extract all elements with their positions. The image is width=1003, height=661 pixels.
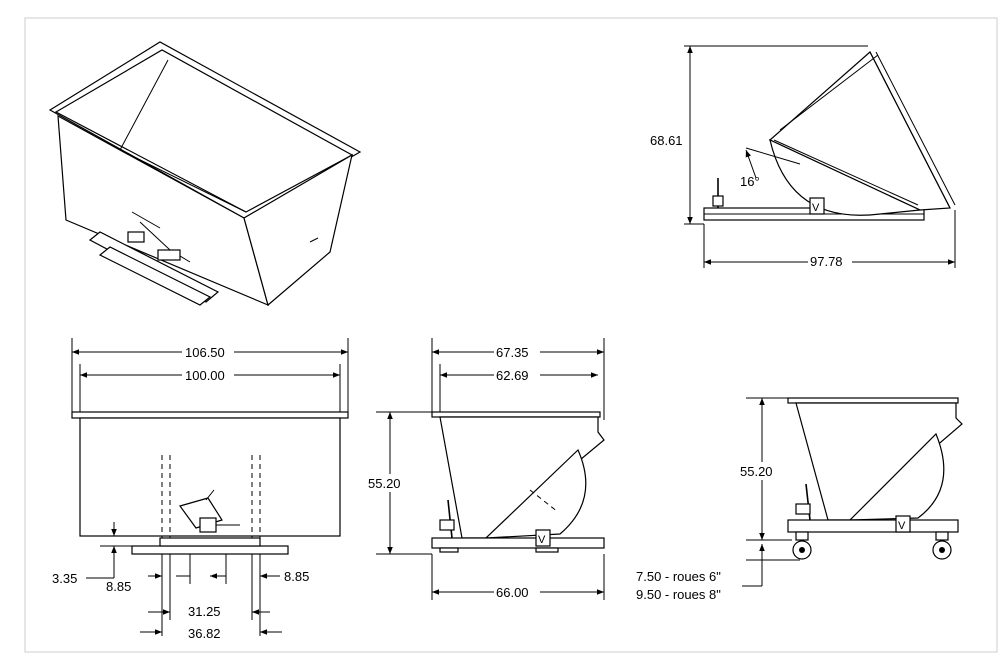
dim-side-base-length: 66.00 — [496, 585, 529, 600]
dim-front-base-gap: 3.35 — [52, 571, 77, 586]
isometric-view — [48, 41, 362, 307]
side-view: 67.35 62.69 55.20 V 66.00 — [366, 338, 605, 600]
dim-side-outer-length: 67.35 — [496, 345, 529, 360]
dim-tilt-angle: 16° — [740, 174, 760, 189]
dim-side-height: 55.20 — [368, 476, 401, 491]
dim-front-right-offset: 8.85 — [284, 569, 309, 584]
dim-side-inner-length: 62.69 — [496, 368, 529, 383]
svg-text:V: V — [812, 202, 820, 214]
dim-caster-height: 55.20 — [740, 464, 773, 479]
dim-front-fork-inner: 31.25 — [188, 604, 221, 619]
svg-text:V: V — [538, 534, 546, 546]
caster-note-8: 9.50 - roues 8" — [636, 587, 721, 602]
caster-view: 55.20 V 7.50 - roues 6" 9.50 - roues 8" — [636, 397, 963, 602]
front-view: 106.50 100.00 3.35 — [52, 338, 349, 641]
dim-front-outer-width: 106.50 — [185, 345, 225, 360]
dim-front-inner-width: 100.00 — [185, 368, 225, 383]
sheet-frame — [24, 17, 998, 653]
dim-top-length: 97.78 — [810, 254, 843, 269]
svg-text:V: V — [898, 520, 906, 532]
tilted-side-view: 68.61 V 16° 97.78 — [650, 45, 956, 269]
dim-top-height: 68.61 — [650, 133, 683, 148]
dim-front-fork-outer: 36.82 — [188, 626, 221, 641]
caster-note-6: 7.50 - roues 6" — [636, 569, 721, 584]
dim-front-left-offset: 8.85 — [106, 579, 131, 594]
